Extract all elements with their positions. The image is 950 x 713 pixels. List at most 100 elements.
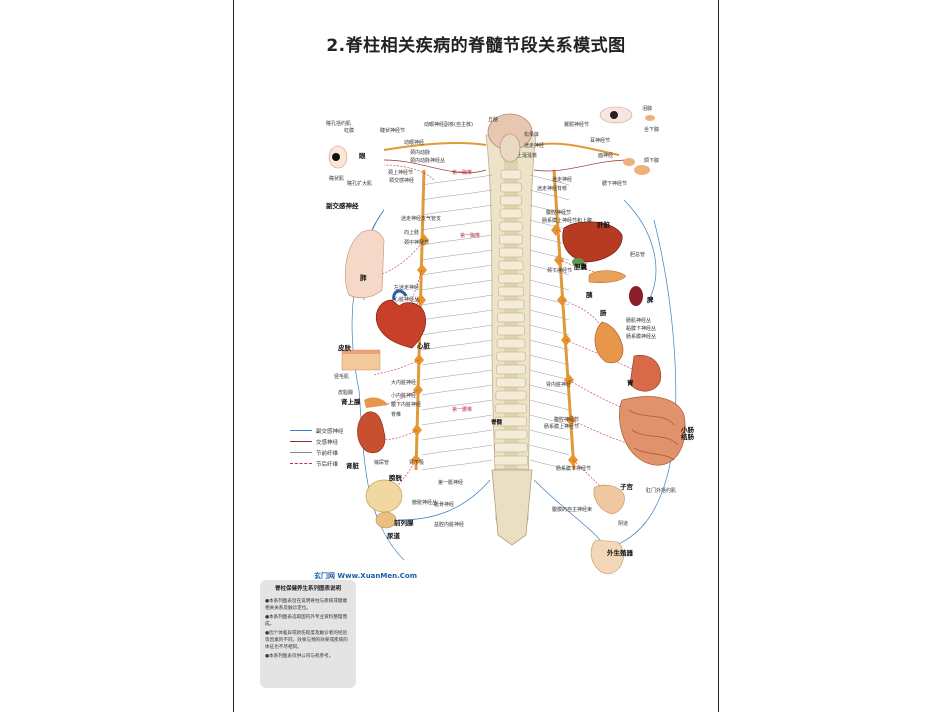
- info-box: 脊柱保健养生系列图表说明 ●本系列图表旨在说明脊柱与疾病或健康相关关系及触诊定位…: [260, 580, 356, 688]
- label-vagus-dorsal: 迷走神经背核: [537, 186, 568, 192]
- label-middle-cervical: 颈中神经节: [404, 240, 430, 246]
- preganglionic-lines: [421, 174, 570, 471]
- organ-label-liver: 肝脏: [597, 221, 610, 229]
- nerve-fiber-left: [421, 174, 493, 186]
- nerve-fiber-left: [421, 324, 493, 336]
- vertebra: [495, 390, 527, 401]
- nerve-fiber-left: [421, 354, 493, 366]
- vertebra: [499, 208, 523, 219]
- label-myenteric: 肠肌神经丛: [626, 318, 652, 324]
- postganglionic-fiber: [555, 229, 595, 243]
- postganglionic-fiber: [568, 379, 630, 411]
- brand-logo: 玄门网 Www.XuanMen.Com: [314, 572, 417, 580]
- info-note: ●因个体差异或损伤程度及触诊者的经验等因素的不同，效果与预的效果或疾病的体征也不…: [265, 631, 348, 650]
- nerve-fiber-right: [529, 309, 570, 321]
- label-edinger-westphal: 动眼神经副核(自主核): [424, 122, 473, 128]
- label-thalamus: 丘脑: [488, 117, 499, 123]
- label-oculomotor: 动眼神经: [404, 140, 425, 146]
- nerve-fiber-right: [529, 444, 570, 456]
- nerve-fiber-left: [421, 339, 493, 351]
- label-submucosal: 黏膜下神经丛: [626, 326, 657, 332]
- nerve-fiber-right: [529, 429, 570, 441]
- label-ureter: 输尿管: [374, 460, 390, 466]
- vertebra: [498, 247, 524, 258]
- label-upper-limb: 向上肢: [404, 230, 420, 236]
- label-pupil-dilator: 瞳孔扩大肌: [347, 181, 373, 187]
- label-lumbar-splanchnic: 脊椎: [391, 412, 402, 418]
- nerve-fiber-left: [421, 429, 493, 441]
- poster: 2.脊柱相关疾病的脊髓节段关系模式图: [233, 0, 719, 712]
- nerve-fiber-left: [421, 219, 493, 231]
- vertebrae: [493, 169, 529, 479]
- nerve-fiber-right: [529, 204, 570, 216]
- label-iris: 虹膜: [344, 128, 355, 134]
- nerve-fiber-left: [421, 444, 493, 456]
- label-peritoneal-bundle: 腹膜的自主神经束: [552, 507, 593, 513]
- nerve-fiber-right: [529, 459, 570, 471]
- vertebra: [499, 221, 523, 232]
- label-lower-kidney: 肾下极: [409, 460, 425, 466]
- label-cervical-sympathetic: 颈交感神经: [389, 178, 415, 184]
- organ-label-pancreas: 胰: [586, 291, 593, 299]
- vertebra: [500, 182, 522, 193]
- vertebra: [494, 455, 528, 466]
- organ-label-stomach: 胃: [627, 379, 634, 387]
- label-left-vagus: 左迷走神经: [394, 285, 420, 291]
- legend-row-sympathetic: 交感神经: [290, 436, 370, 447]
- label-submandibular-ganglion: 腮下神经节: [602, 181, 628, 187]
- lung: [344, 229, 385, 299]
- vertebra: [497, 312, 525, 323]
- legend-swatch: [290, 441, 312, 442]
- intestines: [619, 396, 686, 466]
- legend-swatch: [290, 430, 312, 431]
- ganglion: [416, 294, 426, 306]
- nerve-fiber-left: [421, 279, 493, 291]
- postganglionic-fiber: [565, 339, 635, 371]
- vertebra: [497, 325, 525, 336]
- label-vagus-bronchial: 迷走神经支气管支: [401, 216, 442, 222]
- uterus: [593, 484, 625, 515]
- organ-label-uterus: 子宫: [620, 483, 633, 491]
- nerve-fiber-left: [421, 234, 493, 246]
- vertebra: [498, 260, 524, 271]
- liver: [562, 221, 623, 263]
- organ-label-intestine: 肠: [600, 309, 607, 317]
- info-note: ●本系列图表旨在说明脊柱与疾病或健康相关关系及触诊定位。: [265, 599, 348, 611]
- label-common-bile-duct: 胆总管: [630, 252, 646, 258]
- organ-label-kidney: 肾脏: [346, 462, 359, 470]
- heart: [375, 289, 426, 349]
- label-superior-mesenteric-abdomen: 肠系膜上神经节和上腹: [542, 218, 593, 224]
- skin-section: [341, 349, 381, 371]
- label-pterygopalatine: 翼腭神经节: [564, 122, 590, 128]
- pancreas: [588, 270, 627, 283]
- nerve-fiber-left: [421, 414, 493, 426]
- spleen: [629, 286, 643, 306]
- organ-label-parasympathetic: 副交感神经: [326, 202, 359, 210]
- label-vagina: 阴道: [618, 521, 629, 527]
- nerve-fiber-left: [421, 294, 493, 306]
- label-sebaceous: 皮脂腺: [338, 390, 354, 396]
- vertebra: [496, 338, 526, 349]
- legend-swatch: [290, 452, 312, 453]
- nerve-fiber-left: [421, 309, 493, 321]
- organ-label-eye: 眼: [359, 152, 366, 160]
- gallbladder: [572, 258, 584, 266]
- nerve-fiber-right: [529, 264, 570, 276]
- nerve-fiber-right: [529, 384, 570, 396]
- nerve-fiber-right: [529, 369, 570, 381]
- label-superior-cervical: 颈上神经节: [388, 170, 414, 176]
- nerve-fiber-right: [529, 414, 570, 426]
- nerve-fiber-right: [529, 399, 570, 411]
- label-carotid: 颈内动脉: [410, 150, 431, 156]
- organ-label-adrenal: 肾上腺: [341, 398, 361, 406]
- vertebra: [494, 429, 528, 440]
- label-pupil-sphincter: 瞳孔括约肌: [326, 121, 352, 127]
- vertebra: [496, 351, 526, 362]
- nerve-diagram: [328, 106, 686, 575]
- postganglionic-fiber: [373, 359, 420, 376]
- vertebra: [498, 286, 524, 297]
- diagram-title: 2.脊柱相关疾病的脊髓节段关系模式图: [326, 36, 626, 56]
- postganglionic-fiber: [561, 299, 605, 331]
- organ-label-skin: 皮肤: [338, 344, 351, 352]
- organ-label-gallbladder: 胆囊: [574, 263, 587, 271]
